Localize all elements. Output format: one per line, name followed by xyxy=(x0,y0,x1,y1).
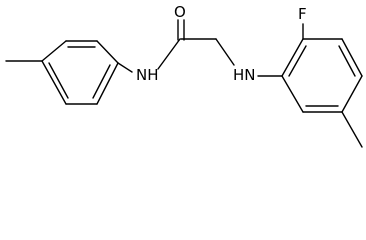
amide-nh-label: NH xyxy=(136,66,159,84)
methyl-bond-right xyxy=(341,111,363,148)
ring-bond xyxy=(341,38,363,77)
ring-bond xyxy=(41,60,67,105)
ring-double-bond xyxy=(92,64,111,99)
ring-double-bond xyxy=(338,45,356,77)
ring-bond xyxy=(96,62,119,105)
ring-bond xyxy=(341,75,363,113)
ch2-to-nh-bond xyxy=(215,38,235,66)
chemical-structure-diagram: NH O HN F xyxy=(5,3,363,148)
ring-double-bond xyxy=(288,45,307,77)
fluoro-methyl-phenyl-ring xyxy=(281,38,363,113)
ring-double-bond xyxy=(48,62,69,99)
amine-hn-label: HN xyxy=(233,66,256,84)
fluorine-label: F xyxy=(298,5,307,23)
ring-bond xyxy=(96,40,119,64)
ring-bond xyxy=(281,75,304,113)
tolyl-ring xyxy=(41,40,119,105)
ring-to-nh-bond xyxy=(117,62,133,73)
oxygen-label: O xyxy=(174,3,186,21)
ring-bond xyxy=(41,40,67,62)
nh-to-carbonyl-bond xyxy=(157,38,181,70)
ring-bond xyxy=(281,38,304,77)
